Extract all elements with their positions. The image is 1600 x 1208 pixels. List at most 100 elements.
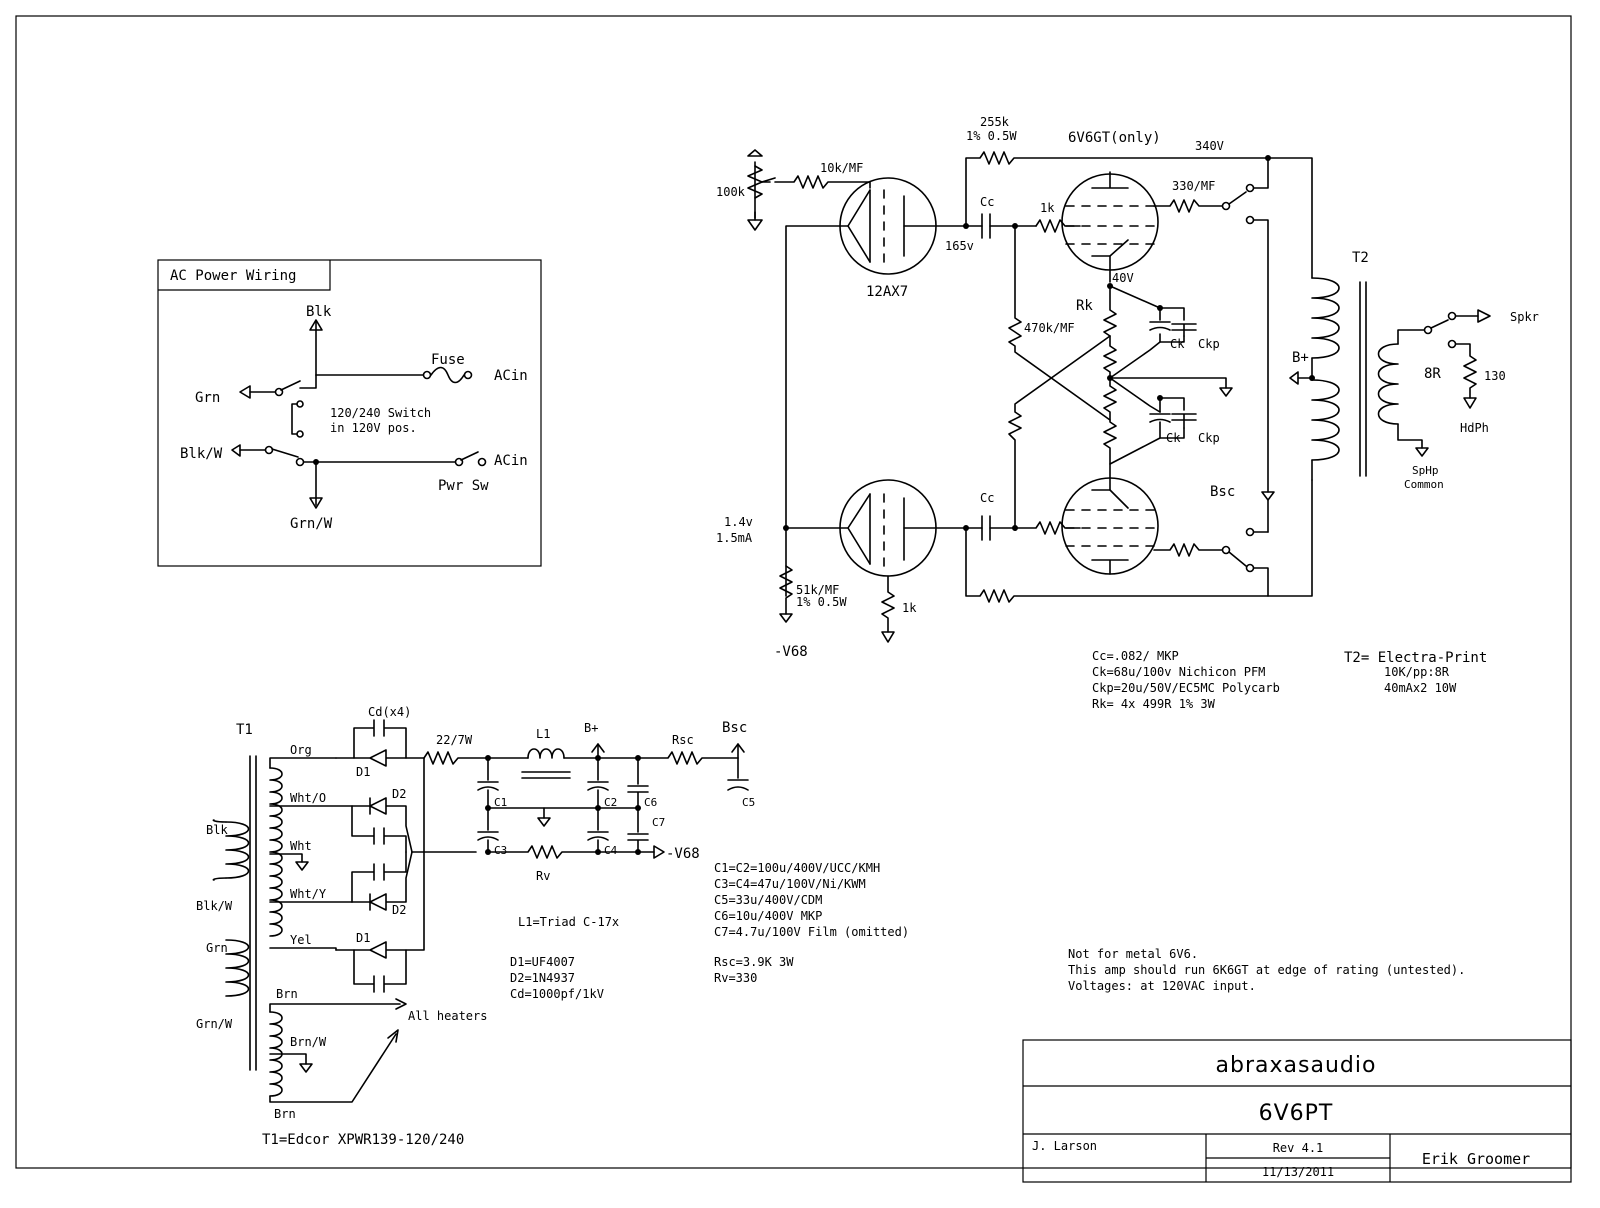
label-v68-psu: -V68	[666, 846, 700, 862]
general-notes: Not for metal 6V6. This amp should run 6…	[1068, 947, 1465, 993]
label-hdph: HdPh	[1460, 421, 1489, 435]
label-1k-cathode: 1k	[902, 601, 917, 615]
note-rv: Rv=330	[714, 971, 757, 985]
label-ckp-bottom: Ckp	[1198, 431, 1220, 445]
label-spkr: Spkr	[1510, 310, 1539, 324]
label-grid-1k-top: 1k	[1040, 201, 1055, 215]
label-rv: Rv	[536, 869, 550, 883]
psu-notes: L1=Triad C-17x D1=UF4007 D2=1N4937 Cd=10…	[510, 861, 909, 1001]
label-all-heaters: All heaters	[408, 1009, 487, 1023]
label-8r: 8R	[1424, 366, 1441, 382]
label-r-in: 10k/MF	[820, 161, 863, 175]
label-c7: C7	[652, 816, 665, 829]
label-130: 130	[1484, 369, 1506, 383]
label-d1-top: D1	[356, 765, 370, 779]
label-c1: C1	[494, 796, 507, 809]
label-switch-2: in 120V pos.	[330, 421, 417, 435]
title-block: abraxasaudio 6V6PT J. Larson Rev 4.1 11/…	[1022, 1039, 1572, 1183]
label-org: Org	[290, 743, 312, 757]
label-psu-blk: Blk	[206, 823, 228, 837]
label-ck-top: Ck	[1170, 337, 1185, 351]
note-t2-1: 10K/pp:8R	[1384, 665, 1450, 679]
label-psu-grn: Grn	[206, 941, 228, 955]
label-psu-blk-w: Blk/W	[196, 899, 233, 913]
label-1-5ma: 1.5mA	[716, 531, 753, 545]
label-c5: C5	[742, 796, 755, 809]
date: 11/13/2011	[1262, 1165, 1334, 1179]
label-brn-top: Brn	[276, 987, 298, 1001]
label-6v6gt: 6V6GT(only)	[1068, 130, 1161, 146]
note-c-1: C3=C4=47u/100V/Ni/KWM	[714, 877, 866, 891]
note-amp-0: Cc=.082/ MKP	[1092, 649, 1179, 663]
note-amp-1: Ck=68u/100v Nichicon PFM	[1092, 665, 1265, 679]
label-grn-w: Grn/W	[290, 516, 333, 532]
label-c2: C2	[604, 796, 617, 809]
amp-notes: Cc=.082/ MKP Ck=68u/100v Nichicon PFM Ck…	[1092, 649, 1487, 711]
note-c-0: C1=C2=100u/400V/UCC/KMH	[714, 861, 880, 875]
label-rsc: Rsc	[672, 733, 694, 747]
note-cd: Cd=1000pf/1kV	[510, 987, 604, 1001]
note-d2: D2=1N4937	[510, 971, 575, 985]
note-l1: L1=Triad C-17x	[518, 915, 619, 929]
label-40v: 40V	[1112, 271, 1134, 285]
note-general-0: Not for metal 6V6.	[1068, 947, 1198, 961]
ac-power-wiring: AC Power Wiring Blk Grn Fuse ACin 120/24…	[157, 259, 542, 567]
company-name: abraxasaudio	[1216, 1053, 1377, 1078]
label-165v: 165v	[945, 239, 974, 253]
label-cd: Cd(x4)	[368, 705, 411, 719]
note-general-1: This amp should run 6K6GT at edge of rat…	[1068, 963, 1465, 977]
ac-power-title: AC Power Wiring	[170, 268, 296, 284]
note-c-3: C6=10u/400V MKP	[714, 909, 822, 923]
label-wht-o: Wht/O	[290, 791, 326, 805]
label-51k-spec: 1% 0.5W	[796, 595, 847, 609]
label-blk-w: Blk/W	[180, 446, 223, 462]
label-switch-1: 120/240 Switch	[330, 406, 431, 420]
label-l1: L1	[536, 727, 550, 741]
label-255k: 255k	[980, 115, 1010, 129]
label-grn: Grn	[195, 390, 220, 406]
label-d2-top: D2	[392, 787, 406, 801]
note-t2-0: T2= Electra-Print	[1344, 650, 1487, 666]
label-ckp-top: Ckp	[1198, 337, 1220, 351]
label-psu-grn-w: Grn/W	[196, 1017, 233, 1031]
note-d1: D1=UF4007	[510, 955, 575, 969]
label-t2: T2	[1352, 250, 1369, 266]
label-cc-top: Cc	[980, 195, 994, 209]
label-blk: Blk	[306, 304, 332, 320]
label-22-7w: 22/7W	[436, 733, 473, 747]
label-pwr-sw: Pwr Sw	[438, 478, 489, 494]
label-wht-y: Wht/Y	[290, 887, 327, 901]
note-general-2: Voltages: at 120VAC input.	[1068, 979, 1256, 993]
revision: Rev 4.1	[1273, 1141, 1324, 1155]
label-51k: 51k/MF	[796, 583, 839, 597]
label-c6: C6	[644, 796, 657, 809]
label-470k: 470k/MF	[1024, 321, 1075, 335]
label-fuse: Fuse	[431, 352, 465, 368]
label-bsc-amp: Bsc	[1210, 484, 1235, 500]
label-ck-bottom: Ck	[1166, 431, 1181, 445]
note-amp-3: Rk= 4x 499R 1% 3W	[1092, 697, 1216, 711]
label-acin-bottom: ACin	[494, 453, 528, 469]
label-1-4v: 1.4v	[724, 515, 753, 529]
label-t1: T1	[236, 722, 253, 738]
drawn-by: J. Larson	[1032, 1139, 1097, 1153]
note-amp-2: Ckp=20u/50V/EC5MC Polycarb	[1092, 681, 1280, 695]
note-t2-2: 40mAx2 10W	[1384, 681, 1457, 695]
label-v68-amp: -V68	[774, 644, 808, 660]
label-common: Common	[1404, 478, 1444, 491]
label-340v: 340V	[1195, 139, 1224, 153]
label-12ax7: 12AX7	[866, 284, 908, 300]
label-c4: C4	[604, 844, 618, 857]
note-c-4: C7=4.7u/100V Film (omitted)	[714, 925, 909, 939]
note-c-2: C5=33u/400V/CDM	[714, 893, 822, 907]
label-bsc-psu: Bsc	[722, 720, 747, 736]
label-d1-bottom: D1	[356, 931, 370, 945]
label-acin-top: ACin	[494, 368, 528, 384]
sheet-border	[15, 15, 1572, 1169]
label-yel: Yel	[290, 933, 312, 947]
label-sphp: SpHp	[1412, 464, 1439, 477]
label-c3: C3	[494, 844, 507, 857]
label-brn-bottom: Brn	[274, 1107, 296, 1121]
label-d2-bottom: D2	[392, 903, 406, 917]
